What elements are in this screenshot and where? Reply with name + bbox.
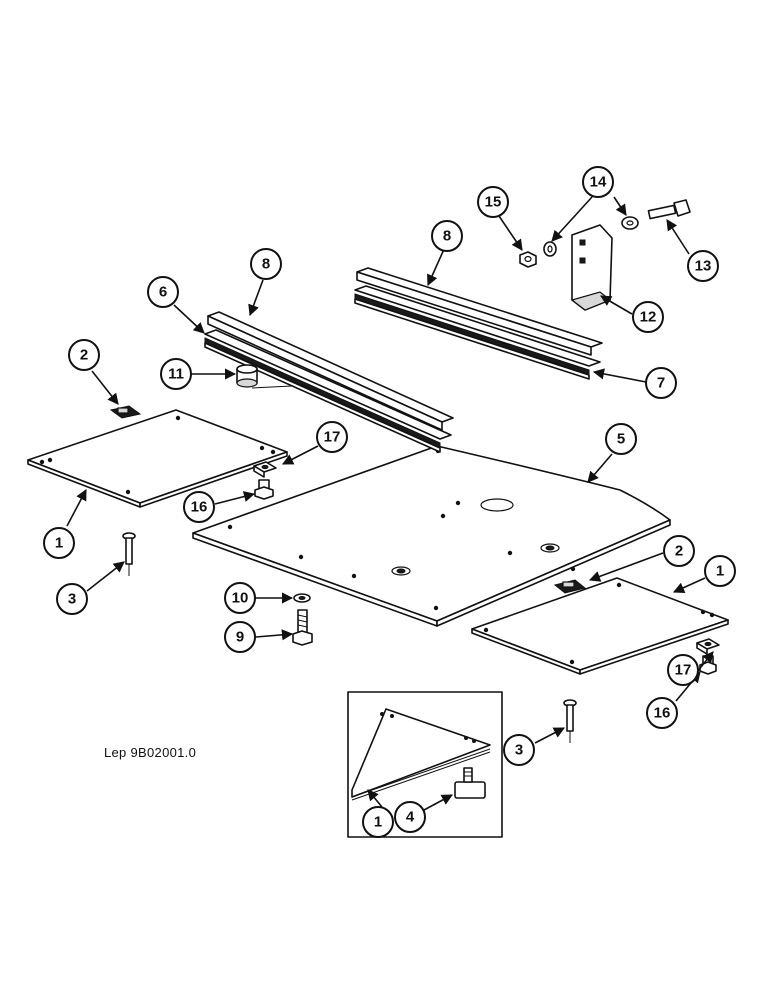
svg-text:13: 13 (695, 258, 712, 275)
tie-down-ring (454, 767, 486, 799)
callout-13: 13 (687, 250, 719, 282)
callout-8-right: 8 (431, 220, 463, 252)
left-channel (204, 329, 452, 453)
svg-text:14: 14 (590, 174, 607, 191)
svg-text:9: 9 (236, 629, 244, 646)
svg-text:12: 12 (640, 309, 657, 326)
square-nut-17-right (696, 638, 720, 655)
hex-nut-15 (519, 251, 537, 268)
callout-2-left: 2 (68, 339, 100, 371)
svg-text:1: 1 (55, 535, 63, 552)
callout-10: 10 (224, 582, 256, 614)
svg-text:8: 8 (443, 228, 451, 245)
svg-text:15: 15 (485, 194, 502, 211)
callout-8-left: 8 (250, 248, 282, 280)
svg-text:1: 1 (716, 563, 724, 580)
left-upper-strip (207, 311, 454, 431)
drawing-reference-code: Lep 9B02001.0 (104, 745, 197, 760)
callout-14: 14 (582, 166, 614, 198)
callout-7: 7 (645, 367, 677, 399)
washer-14 (621, 216, 639, 230)
callout-12: 12 (632, 301, 664, 333)
svg-text:16: 16 (191, 499, 208, 516)
panel-clip-left (109, 405, 142, 419)
callout-1-left: 1 (43, 527, 75, 559)
callout-3-left: 3 (56, 583, 88, 615)
callout-3-right: 3 (503, 734, 535, 766)
callout-6: 6 (147, 276, 179, 308)
hex-bolt-16-left (254, 479, 274, 500)
left-floor-panel (27, 409, 288, 508)
callout-11: 11 (160, 358, 192, 390)
svg-text:4: 4 (406, 809, 415, 826)
callout-5: 5 (605, 423, 637, 455)
callout-1-right: 1 (704, 555, 736, 587)
main-floor-plate (192, 445, 671, 627)
svg-text:3: 3 (515, 742, 523, 759)
hex-bolt-9 (292, 609, 313, 646)
panel-clip-right (553, 579, 587, 594)
svg-text:2: 2 (80, 347, 88, 364)
washer-10 (293, 593, 311, 603)
leader-lines (66, 196, 714, 811)
svg-text:16: 16 (654, 705, 671, 722)
svg-text:8: 8 (262, 256, 270, 273)
svg-text:17: 17 (324, 429, 341, 446)
svg-text:17: 17 (675, 662, 692, 679)
callout-1-inset: 1 (362, 806, 394, 838)
right-channel (354, 285, 601, 380)
callout-2-right: 2 (663, 535, 695, 567)
svg-text:6: 6 (159, 284, 167, 301)
svg-text:5: 5 (617, 431, 625, 448)
lock-washer-14 (543, 241, 557, 257)
rivet-3-left (122, 532, 136, 576)
callout-16-left: 16 (183, 491, 215, 523)
callout-17-right: 17 (667, 654, 699, 686)
rivet-3-right (563, 699, 577, 743)
nut-insert (236, 364, 293, 389)
svg-text:1: 1 (374, 814, 382, 831)
svg-text:7: 7 (657, 375, 665, 392)
callout-9: 9 (224, 621, 256, 653)
mounting-bracket (570, 224, 613, 311)
callout-16-right: 16 (646, 697, 678, 729)
callout-4: 4 (394, 801, 426, 833)
svg-text:11: 11 (168, 366, 184, 383)
right-upper-strip (356, 267, 603, 356)
svg-text:10: 10 (232, 590, 249, 607)
svg-text:2: 2 (675, 543, 683, 560)
callout-15: 15 (477, 186, 509, 218)
square-nut-17-left (253, 461, 277, 478)
svg-text:3: 3 (68, 591, 76, 608)
right-floor-panel (471, 577, 729, 675)
hex-bolt-13 (647, 199, 691, 220)
callout-17-left: 17 (316, 421, 348, 453)
